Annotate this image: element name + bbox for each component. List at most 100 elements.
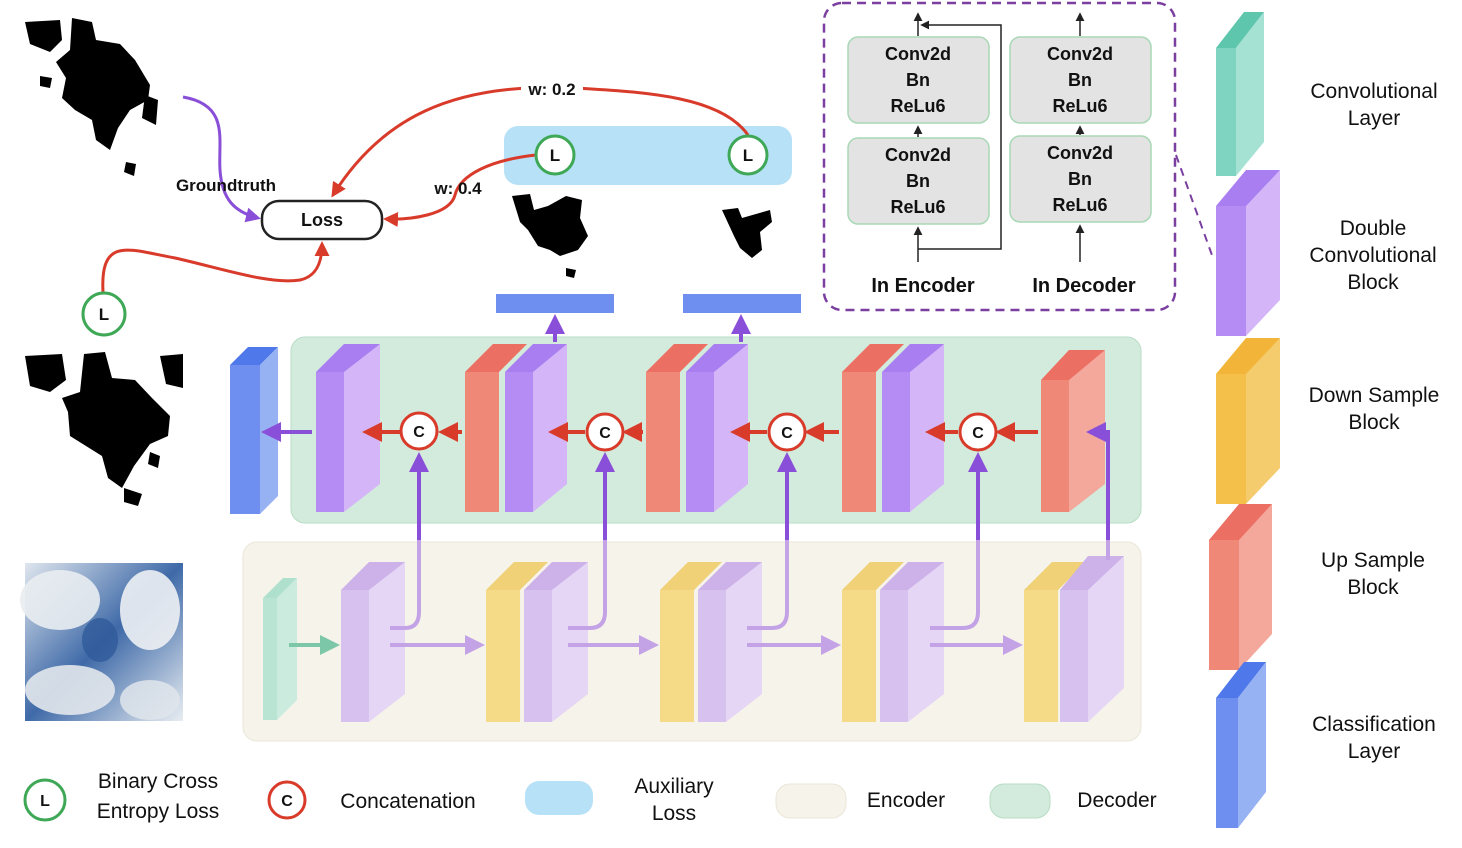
legend-up-sample-label: Up Sample Block: [1321, 549, 1425, 599]
svg-text:Double: Double: [1340, 217, 1407, 240]
svg-text:Layer: Layer: [1348, 107, 1401, 130]
svg-text:L: L: [99, 305, 109, 324]
encoder-double-conv-block-4: [880, 562, 944, 722]
inset-encoder-caption: In Encoder: [871, 275, 975, 297]
svg-text:Auxiliary: Auxiliary: [634, 775, 714, 798]
legend-bce-label: Binary Cross Entropy Loss: [97, 770, 220, 823]
decoder-double-conv-block-2: [505, 344, 567, 512]
svg-text:C: C: [599, 425, 611, 442]
w02-label-bg: [521, 78, 583, 100]
auxiliary-loss-region: [504, 126, 792, 185]
svg-text:Block: Block: [1347, 576, 1399, 599]
legend-decoder-label: Decoder: [1077, 789, 1156, 812]
aux-loss-symbol-2: L: [727, 134, 769, 176]
svg-text:Convolutional: Convolutional: [1310, 80, 1437, 103]
svg-text:C: C: [972, 425, 984, 442]
w02-label: w: 0.2: [527, 80, 575, 99]
legend-down-sample-label: Down Sample Block: [1309, 384, 1440, 434]
encoder-skip-bend-3: [747, 540, 789, 630]
groundtruth-mask-image: [25, 18, 158, 176]
legend-classification-swatch: [1216, 662, 1266, 828]
inset-residual-path: [918, 20, 1002, 250]
loss-label: Loss: [301, 210, 343, 230]
up-sample-block-2: [646, 344, 708, 512]
legend-conv-label: Convolutional Layer: [1310, 80, 1437, 130]
inset-decoder-block-top: Conv2d Bn ReLu6: [1009, 36, 1152, 124]
legend-bce-symbol: L: [23, 778, 67, 822]
legend-concat-label: Concatenation: [340, 790, 475, 813]
encoder-double-conv-block-2: [524, 562, 588, 722]
encoder-double-conv-block-1: [341, 562, 405, 722]
svg-text:C: C: [281, 793, 293, 810]
svg-text:Convolutional: Convolutional: [1309, 244, 1436, 267]
up-sample-block-1: [465, 344, 527, 512]
legend-up-sample-swatch: [1209, 504, 1272, 670]
legend-aux-label: Auxiliary Loss: [634, 775, 714, 825]
svg-text:ReLu6: ReLu6: [1052, 195, 1107, 215]
w04-arrow: [383, 153, 537, 227]
legend-aux-swatch: [525, 781, 593, 815]
svg-text:Down Sample: Down Sample: [1309, 384, 1440, 407]
encoder-conv-layer: [263, 578, 297, 720]
aux-head-bar-1: [496, 294, 614, 313]
legend-encoder-swatch: [775, 783, 847, 819]
svg-text:Conv2d: Conv2d: [1047, 44, 1113, 64]
svg-text:Entropy Loss: Entropy Loss: [97, 800, 220, 823]
svg-text:ReLu6: ReLu6: [890, 96, 945, 116]
svg-text:Loss: Loss: [652, 802, 696, 825]
legend-decoder-swatch: [989, 783, 1051, 819]
decoder-double-conv-block-1: [316, 344, 380, 512]
legend-double-conv-label: Double Convolutional Block: [1309, 217, 1436, 294]
legend-double-conv-swatch: [1216, 170, 1280, 336]
svg-text:Conv2d: Conv2d: [885, 44, 951, 64]
svg-text:Binary Cross: Binary Cross: [98, 770, 218, 793]
encoder-double-conv-block-3: [698, 562, 762, 722]
svg-text:Bn: Bn: [1068, 169, 1092, 189]
predicted-mask-image: [25, 352, 183, 506]
svg-text:Bn: Bn: [1068, 70, 1092, 90]
loss-box: [260, 199, 384, 241]
encoder-double-conv-block-5: [1060, 556, 1124, 722]
svg-text:Bn: Bn: [906, 171, 930, 191]
aux-mask-1-image: [512, 194, 588, 278]
concat-symbol-4: C: [958, 412, 998, 452]
svg-text:Bn: Bn: [906, 70, 930, 90]
svg-text:Layer: Layer: [1348, 740, 1401, 763]
svg-text:Up Sample: Up Sample: [1321, 549, 1425, 572]
main-loss-symbol: L: [81, 291, 127, 337]
encoder-skip-bend-2: [568, 540, 607, 630]
concat-symbol-2: C: [585, 412, 625, 452]
svg-text:ReLu6: ReLu6: [890, 197, 945, 217]
encoder-down-sample-block-3: [842, 562, 904, 722]
svg-text:Conv2d: Conv2d: [1047, 143, 1113, 163]
svg-text:L: L: [40, 793, 50, 810]
bottleneck-connection: [1086, 422, 1110, 548]
groundtruth-arrow: [182, 95, 261, 223]
legend-down-sample-swatch: [1216, 338, 1280, 504]
cloud-satellite-image: [20, 563, 183, 721]
svg-text:Conv2d: Conv2d: [885, 145, 951, 165]
legend-conv-swatch: [1216, 12, 1264, 176]
svg-text:Block: Block: [1348, 411, 1400, 434]
aux-head-bar-2: [683, 294, 801, 313]
concat-symbol-1: C: [399, 411, 439, 451]
decoder-double-conv-block-4: [882, 344, 944, 512]
encoder-skip-bend-4: [930, 540, 980, 630]
concat-symbol-3: C: [767, 412, 807, 452]
decoder-double-conv-block-3: [686, 344, 748, 512]
groundtruth-label: Groundtruth: [176, 176, 276, 195]
legend-concat-symbol: C: [267, 780, 307, 820]
svg-text:C: C: [413, 424, 425, 441]
encoder-down-sample-block-2: [660, 562, 722, 722]
legend-classification-label: Classification Layer: [1312, 713, 1436, 763]
inset-encoder-block-top: Conv2d Bn ReLu6: [847, 36, 990, 124]
up-sample-block-3: [842, 344, 904, 512]
svg-text:Classification: Classification: [1312, 713, 1436, 736]
svg-text:Block: Block: [1347, 271, 1399, 294]
svg-text:L: L: [550, 146, 560, 165]
inset-decoder-caption: In Decoder: [1032, 275, 1136, 297]
encoder-down-sample-block-4: [1024, 562, 1086, 722]
inset-connector: [1175, 154, 1214, 259]
main-loss-arrow: [101, 241, 330, 293]
